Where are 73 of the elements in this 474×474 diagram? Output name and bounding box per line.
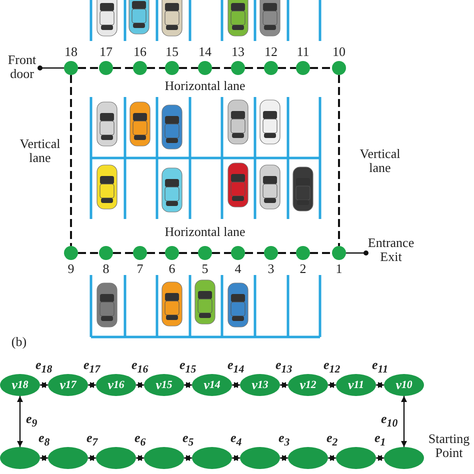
location-label: Entrance Exit xyxy=(366,236,416,264)
lane-label: Vertical lane xyxy=(18,137,62,165)
dashed-path-line xyxy=(147,252,165,254)
waypoint-number: 17 xyxy=(98,44,114,60)
vertex-ellipse xyxy=(192,447,232,469)
vertex-ellipse xyxy=(384,447,424,469)
dashed-path-line xyxy=(310,67,332,69)
connector-line xyxy=(346,250,368,256)
vertex-ellipse xyxy=(336,447,376,469)
double-arrow xyxy=(136,382,144,388)
dashed-path-line xyxy=(78,67,99,69)
waypoint-number: 12 xyxy=(264,44,278,60)
double-arrow xyxy=(184,455,192,461)
dashed-path-line xyxy=(113,67,133,69)
dashed-path-line xyxy=(179,67,198,69)
lane-label: Vertical lane xyxy=(358,147,402,175)
dashed-path-line xyxy=(212,252,231,254)
waypoint-number: 9 xyxy=(66,261,76,277)
dashed-path-line xyxy=(310,252,332,254)
double-arrow xyxy=(376,455,384,461)
waypoint-number: 16 xyxy=(132,44,148,60)
annotation-label: Starting Point xyxy=(427,432,471,460)
double-arrow xyxy=(232,382,240,388)
dashed-path-line xyxy=(278,67,296,69)
location-label: Front door xyxy=(2,53,42,81)
waypoint-number: 1 xyxy=(334,261,344,277)
double-arrow xyxy=(17,396,23,447)
dashed-path-line xyxy=(338,75,340,246)
waypoint-number: 11 xyxy=(296,44,310,60)
lane-label: Horizontal lane xyxy=(164,79,246,93)
waypoint-number: 7 xyxy=(136,261,144,277)
vertex-ellipse xyxy=(96,447,136,469)
vertex-ellipse xyxy=(288,447,328,469)
vertex-ellipse xyxy=(144,447,184,469)
waypoint-number: 10 xyxy=(332,44,346,60)
double-arrow xyxy=(40,455,48,461)
waypoint-number: 14 xyxy=(198,44,212,60)
waypoint-number: 4 xyxy=(234,261,242,277)
waypoint-number: 15 xyxy=(164,44,180,60)
double-arrow xyxy=(88,382,96,388)
dashed-path-line xyxy=(147,67,165,69)
waypoint-number: 13 xyxy=(230,44,246,60)
dashed-path-line xyxy=(212,67,231,69)
dashed-path-line xyxy=(245,252,264,254)
waypoint-number: 8 xyxy=(102,261,110,277)
dashed-path-line xyxy=(179,252,198,254)
vertex-ellipse xyxy=(48,447,88,469)
connector-line xyxy=(38,66,64,70)
waypoint-number: 18 xyxy=(64,44,78,60)
dashed-path-line xyxy=(113,252,133,254)
double-arrow xyxy=(280,455,288,461)
waypoint-number: 3 xyxy=(266,261,276,277)
double-arrow xyxy=(88,455,96,461)
double-arrow xyxy=(184,382,192,388)
lane-label: Horizontal lane xyxy=(164,225,246,239)
dashed-path-line xyxy=(278,252,296,254)
waypoint-number: 6 xyxy=(168,261,176,277)
vertex-ellipse xyxy=(240,447,280,469)
vertex-ellipse xyxy=(0,447,40,469)
waypoint-number: 2 xyxy=(298,261,308,277)
double-arrow xyxy=(328,382,336,388)
double-arrow xyxy=(280,382,288,388)
dashed-path-line xyxy=(245,67,264,69)
double-arrow xyxy=(376,382,384,388)
waypoint-number: 5 xyxy=(200,261,210,277)
panel-label: (b) xyxy=(10,335,28,349)
double-arrow xyxy=(401,396,407,447)
double-arrow xyxy=(232,455,240,461)
double-arrow xyxy=(136,455,144,461)
dashed-path-line xyxy=(70,75,72,246)
double-arrow xyxy=(328,455,336,461)
dashed-path-line xyxy=(78,252,99,254)
double-arrow xyxy=(40,382,48,388)
